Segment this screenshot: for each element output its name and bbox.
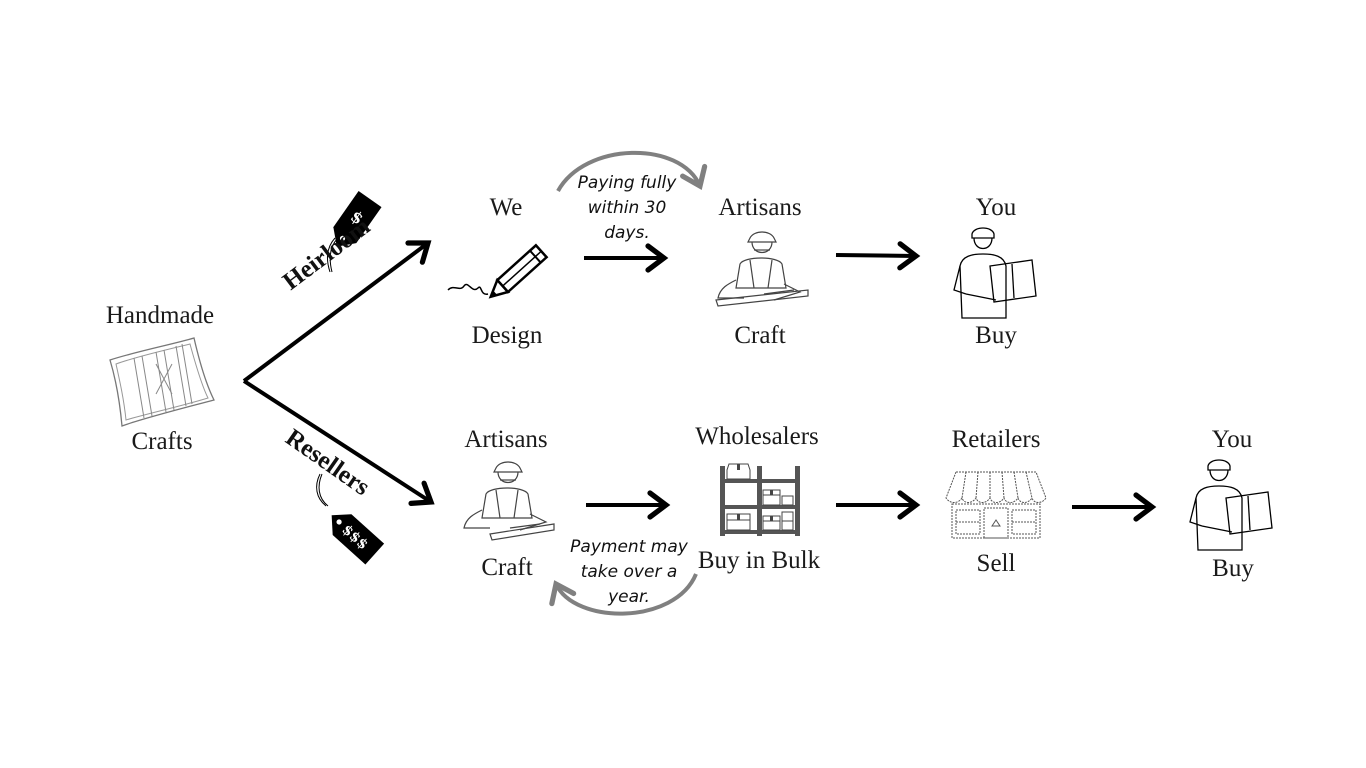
payment-note-heirloom: Paying fully within 30 days. [578, 171, 677, 246]
source-bottom-label: Crafts [131, 428, 193, 455]
price-tag-single-icon: $ [326, 191, 382, 273]
buyer-icon [953, 227, 1037, 319]
note-line: within 30 [587, 198, 667, 218]
payment-curve-heirloom [556, 150, 708, 192]
buyer-icon [1189, 459, 1273, 551]
note-line: Payment may [570, 537, 688, 557]
reseller-step-4-bottom: Buy [1212, 555, 1254, 582]
reseller-step-1-bottom: Craft [481, 554, 533, 581]
note-line: year. [608, 587, 650, 607]
heirloom-step-3-bottom: Buy [975, 322, 1017, 349]
reseller-step-2-top: Wholesalers [695, 423, 819, 450]
payment-curve-resellers [549, 573, 698, 616]
note-line: Paying fully [577, 173, 677, 193]
reseller-step-1-top: Artisans [464, 426, 548, 453]
heirloom-step-1-bottom: Design [471, 322, 543, 349]
heirloom-step-1-top: We [489, 194, 523, 221]
note-line: take over a [580, 562, 678, 582]
artisan-icon [463, 461, 555, 541]
pillow-icon [109, 337, 215, 427]
artisan-icon [715, 231, 809, 307]
branch-arrow-resellers [242, 379, 435, 506]
storefront-icon [945, 471, 1047, 539]
warehouse-shelf-icon [720, 463, 800, 536]
reseller-step-3-bottom: Sell [976, 550, 1016, 577]
flow-arrow-craft-to-buy [835, 241, 921, 271]
reseller-step-2-bottom: Buy in Bulk [697, 547, 821, 574]
payment-note-resellers: Payment may take over a year. [570, 535, 688, 610]
note-line: days. [604, 223, 650, 243]
pencil-icon [447, 243, 549, 299]
reseller-step-3-top: Retailers [951, 426, 1041, 453]
heirloom-step-3-top: You [975, 194, 1017, 221]
heirloom-step-2-top: Artisans [718, 194, 802, 221]
price-tag-triple-icon: $$$ [316, 473, 385, 565]
branch-arrow-heirloom [242, 240, 432, 383]
reseller-step-4-top: You [1211, 426, 1253, 453]
source-top-label: Handmade [105, 302, 215, 329]
heirloom-step-2-bottom: Craft [734, 322, 786, 349]
